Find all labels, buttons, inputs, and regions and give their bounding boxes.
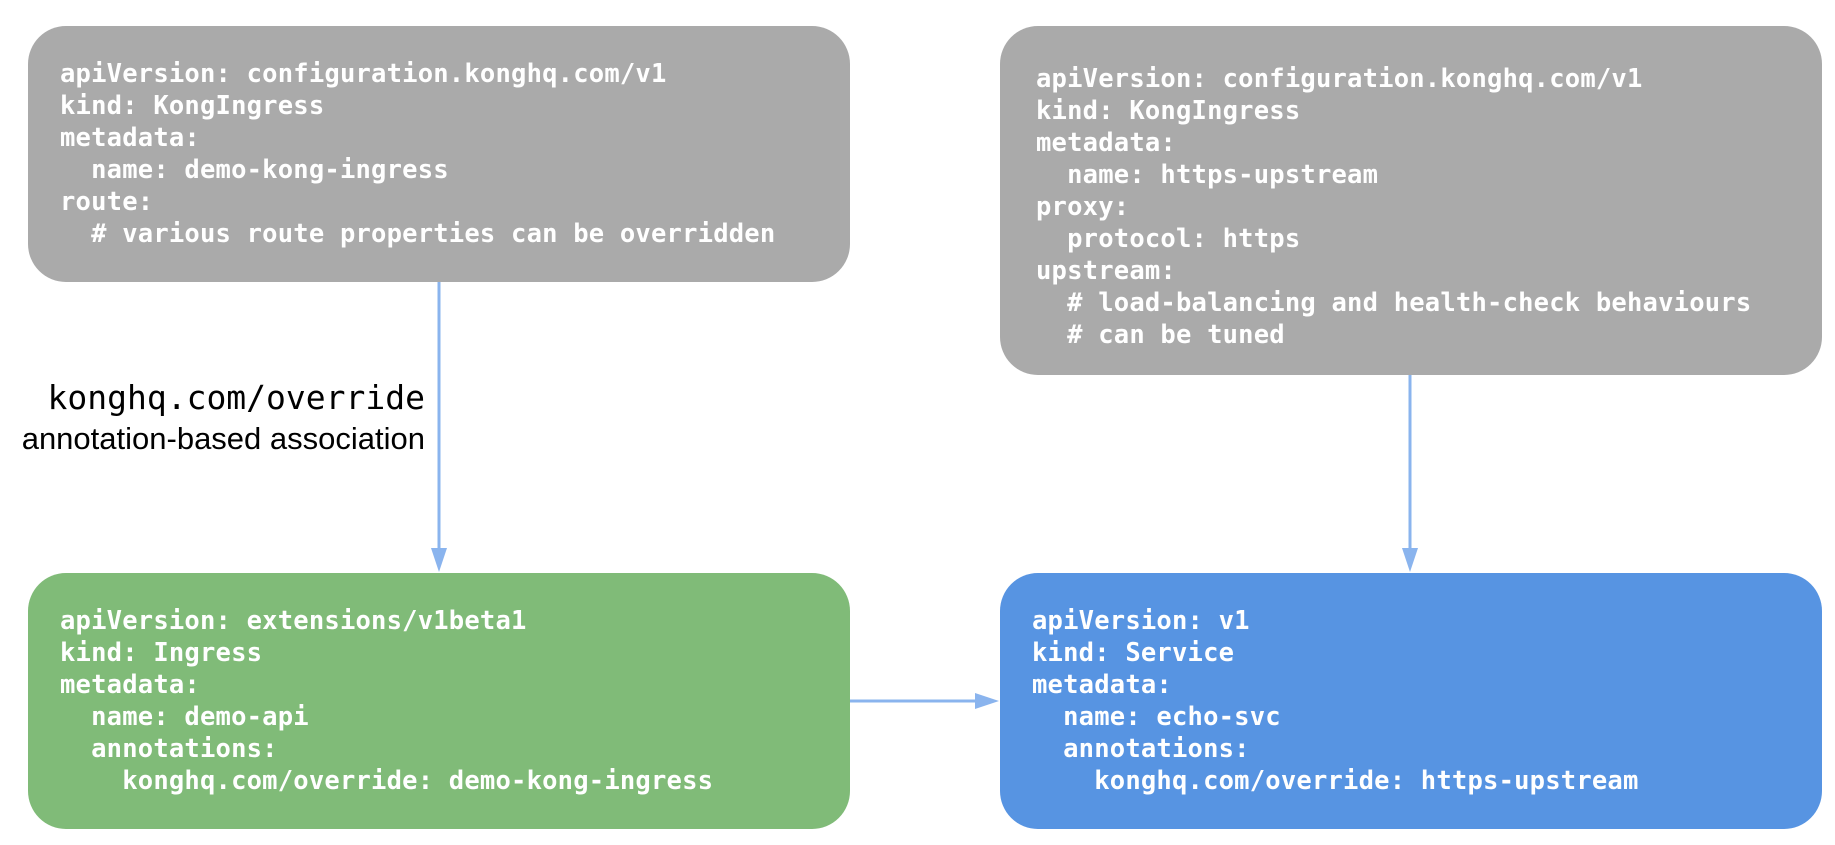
code-line: route: — [60, 187, 154, 217]
code-line: upstream: — [1036, 256, 1176, 286]
code-line: kind: KongIngress — [1036, 96, 1301, 126]
code-line: metadata: — [1036, 128, 1176, 158]
code-line: name: echo-svc — [1032, 702, 1281, 732]
arrowhead-ingress — [431, 548, 447, 572]
code-line: apiVersion: configuration.konghq.com/v1 — [60, 59, 667, 89]
code-line: kind: Service — [1032, 638, 1235, 668]
code-line: name: demo-kong-ingress — [60, 155, 449, 185]
code-line: protocol: https — [1036, 224, 1301, 254]
code-line: annotations: — [1032, 734, 1250, 764]
code-line: name: https-upstream — [1036, 160, 1379, 190]
code-line: metadata: — [60, 670, 200, 700]
code-line: konghq.com/override: https-upstream — [1032, 766, 1639, 796]
code-line: apiVersion: extensions/v1beta1 — [60, 606, 527, 636]
edge-label-description: annotation-based association — [21, 421, 425, 456]
code-line: apiVersion: configuration.konghq.com/v1 — [1036, 64, 1643, 94]
code-line: konghq.com/override: demo-kong-ingress — [60, 766, 714, 796]
arrowhead-service-side — [975, 693, 999, 709]
code-line: # various route properties can be overri… — [60, 219, 776, 249]
edge-label-annotation-key: konghq.com/override — [47, 378, 426, 417]
arrowhead-service — [1402, 548, 1418, 572]
code-line: name: demo-api — [60, 702, 309, 732]
code-line: apiVersion: v1 — [1032, 606, 1250, 636]
code-line: kind: Ingress — [60, 638, 263, 668]
code-line: # load-balancing and health-check behavi… — [1036, 288, 1752, 318]
code-line: kind: KongIngress — [60, 91, 325, 121]
code-line: annotations: — [60, 734, 278, 764]
code-line: # can be tuned — [1036, 320, 1285, 350]
code-line: proxy: — [1036, 192, 1130, 222]
code-line: metadata: — [60, 123, 200, 153]
code-line: metadata: — [1032, 670, 1172, 700]
